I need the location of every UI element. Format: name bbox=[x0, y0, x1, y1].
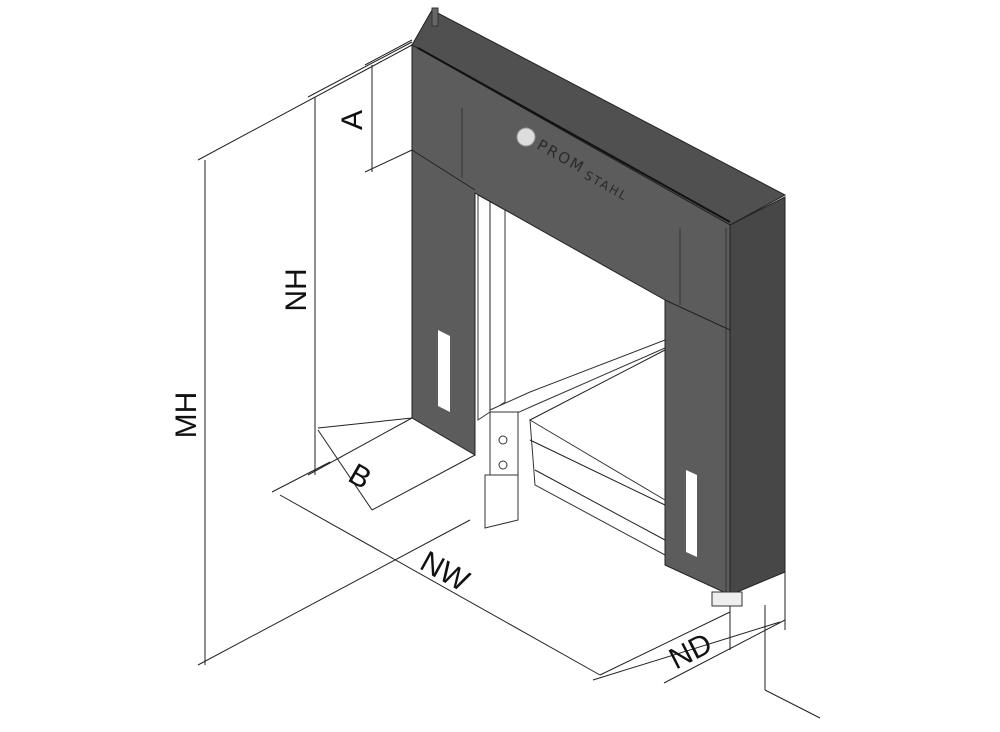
label-nh: NH bbox=[280, 268, 313, 311]
label-nw: NW bbox=[415, 545, 475, 598]
label-mh: MH bbox=[170, 392, 203, 439]
dimension-lines bbox=[197, 39, 821, 719]
label-a: A bbox=[336, 110, 369, 130]
left-slot bbox=[438, 330, 450, 412]
label-b: B bbox=[343, 457, 377, 496]
label-nd: ND bbox=[664, 627, 718, 676]
shelter-frame bbox=[411, 7, 787, 607]
side-face bbox=[729, 196, 786, 596]
right-slot bbox=[686, 470, 697, 557]
